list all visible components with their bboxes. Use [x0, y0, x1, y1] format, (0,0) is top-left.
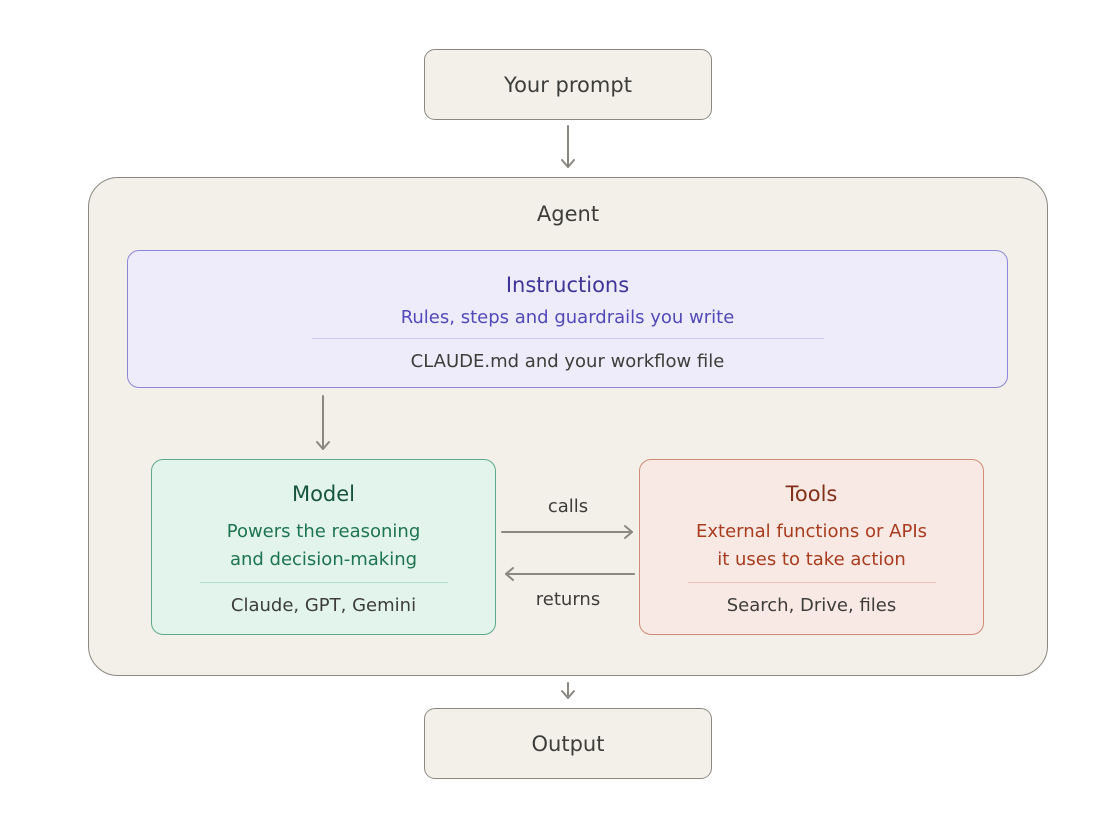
tools-title: Tools [785, 482, 838, 506]
instructions-node: Instructions Rules, steps and guardrails… [127, 250, 1008, 388]
tools-node: Tools External functions or APIs it uses… [639, 459, 984, 635]
model-subtitle-line-1: Powers the reasoning [226, 521, 421, 542]
tools-divider [687, 582, 936, 583]
arrow-agent-to-output [561, 682, 575, 699]
instructions-title: Instructions [505, 273, 630, 297]
instructions-subtitle: Rules, steps and guardrails you write [400, 307, 735, 328]
model-divider [199, 582, 448, 583]
output-node: Output [424, 708, 712, 779]
tools-subtitle: External functions or APIs it uses to ta… [640, 518, 983, 574]
model-node: Model Powers the reasoning and decision-… [151, 459, 496, 635]
model-subtitle-line-2: and decision-making [229, 549, 418, 570]
calls-edge-label: calls [547, 496, 589, 517]
agent-title: Agent [536, 202, 600, 226]
model-detail: Claude, GPT, Gemini [230, 595, 417, 616]
arrow-returns [505, 567, 635, 581]
prompt-node: Your prompt [424, 49, 712, 120]
tools-subtitle-line-1: External functions or APIs [695, 521, 928, 542]
returns-edge-label: returns [535, 589, 601, 610]
arrow-instructions-to-model [316, 395, 330, 450]
model-title: Model [291, 482, 356, 506]
arrow-prompt-to-agent [561, 125, 575, 168]
model-subtitle: Powers the reasoning and decision-making [152, 518, 495, 574]
instructions-detail: CLAUDE.md and your workflow file [410, 351, 725, 372]
instructions-divider [311, 338, 824, 339]
output-label: Output [531, 731, 605, 756]
tools-subtitle-line-2: it uses to take action [717, 549, 906, 570]
tools-detail: Search, Drive, files [726, 595, 897, 616]
arrow-calls [501, 525, 633, 539]
prompt-label: Your prompt [504, 72, 632, 97]
